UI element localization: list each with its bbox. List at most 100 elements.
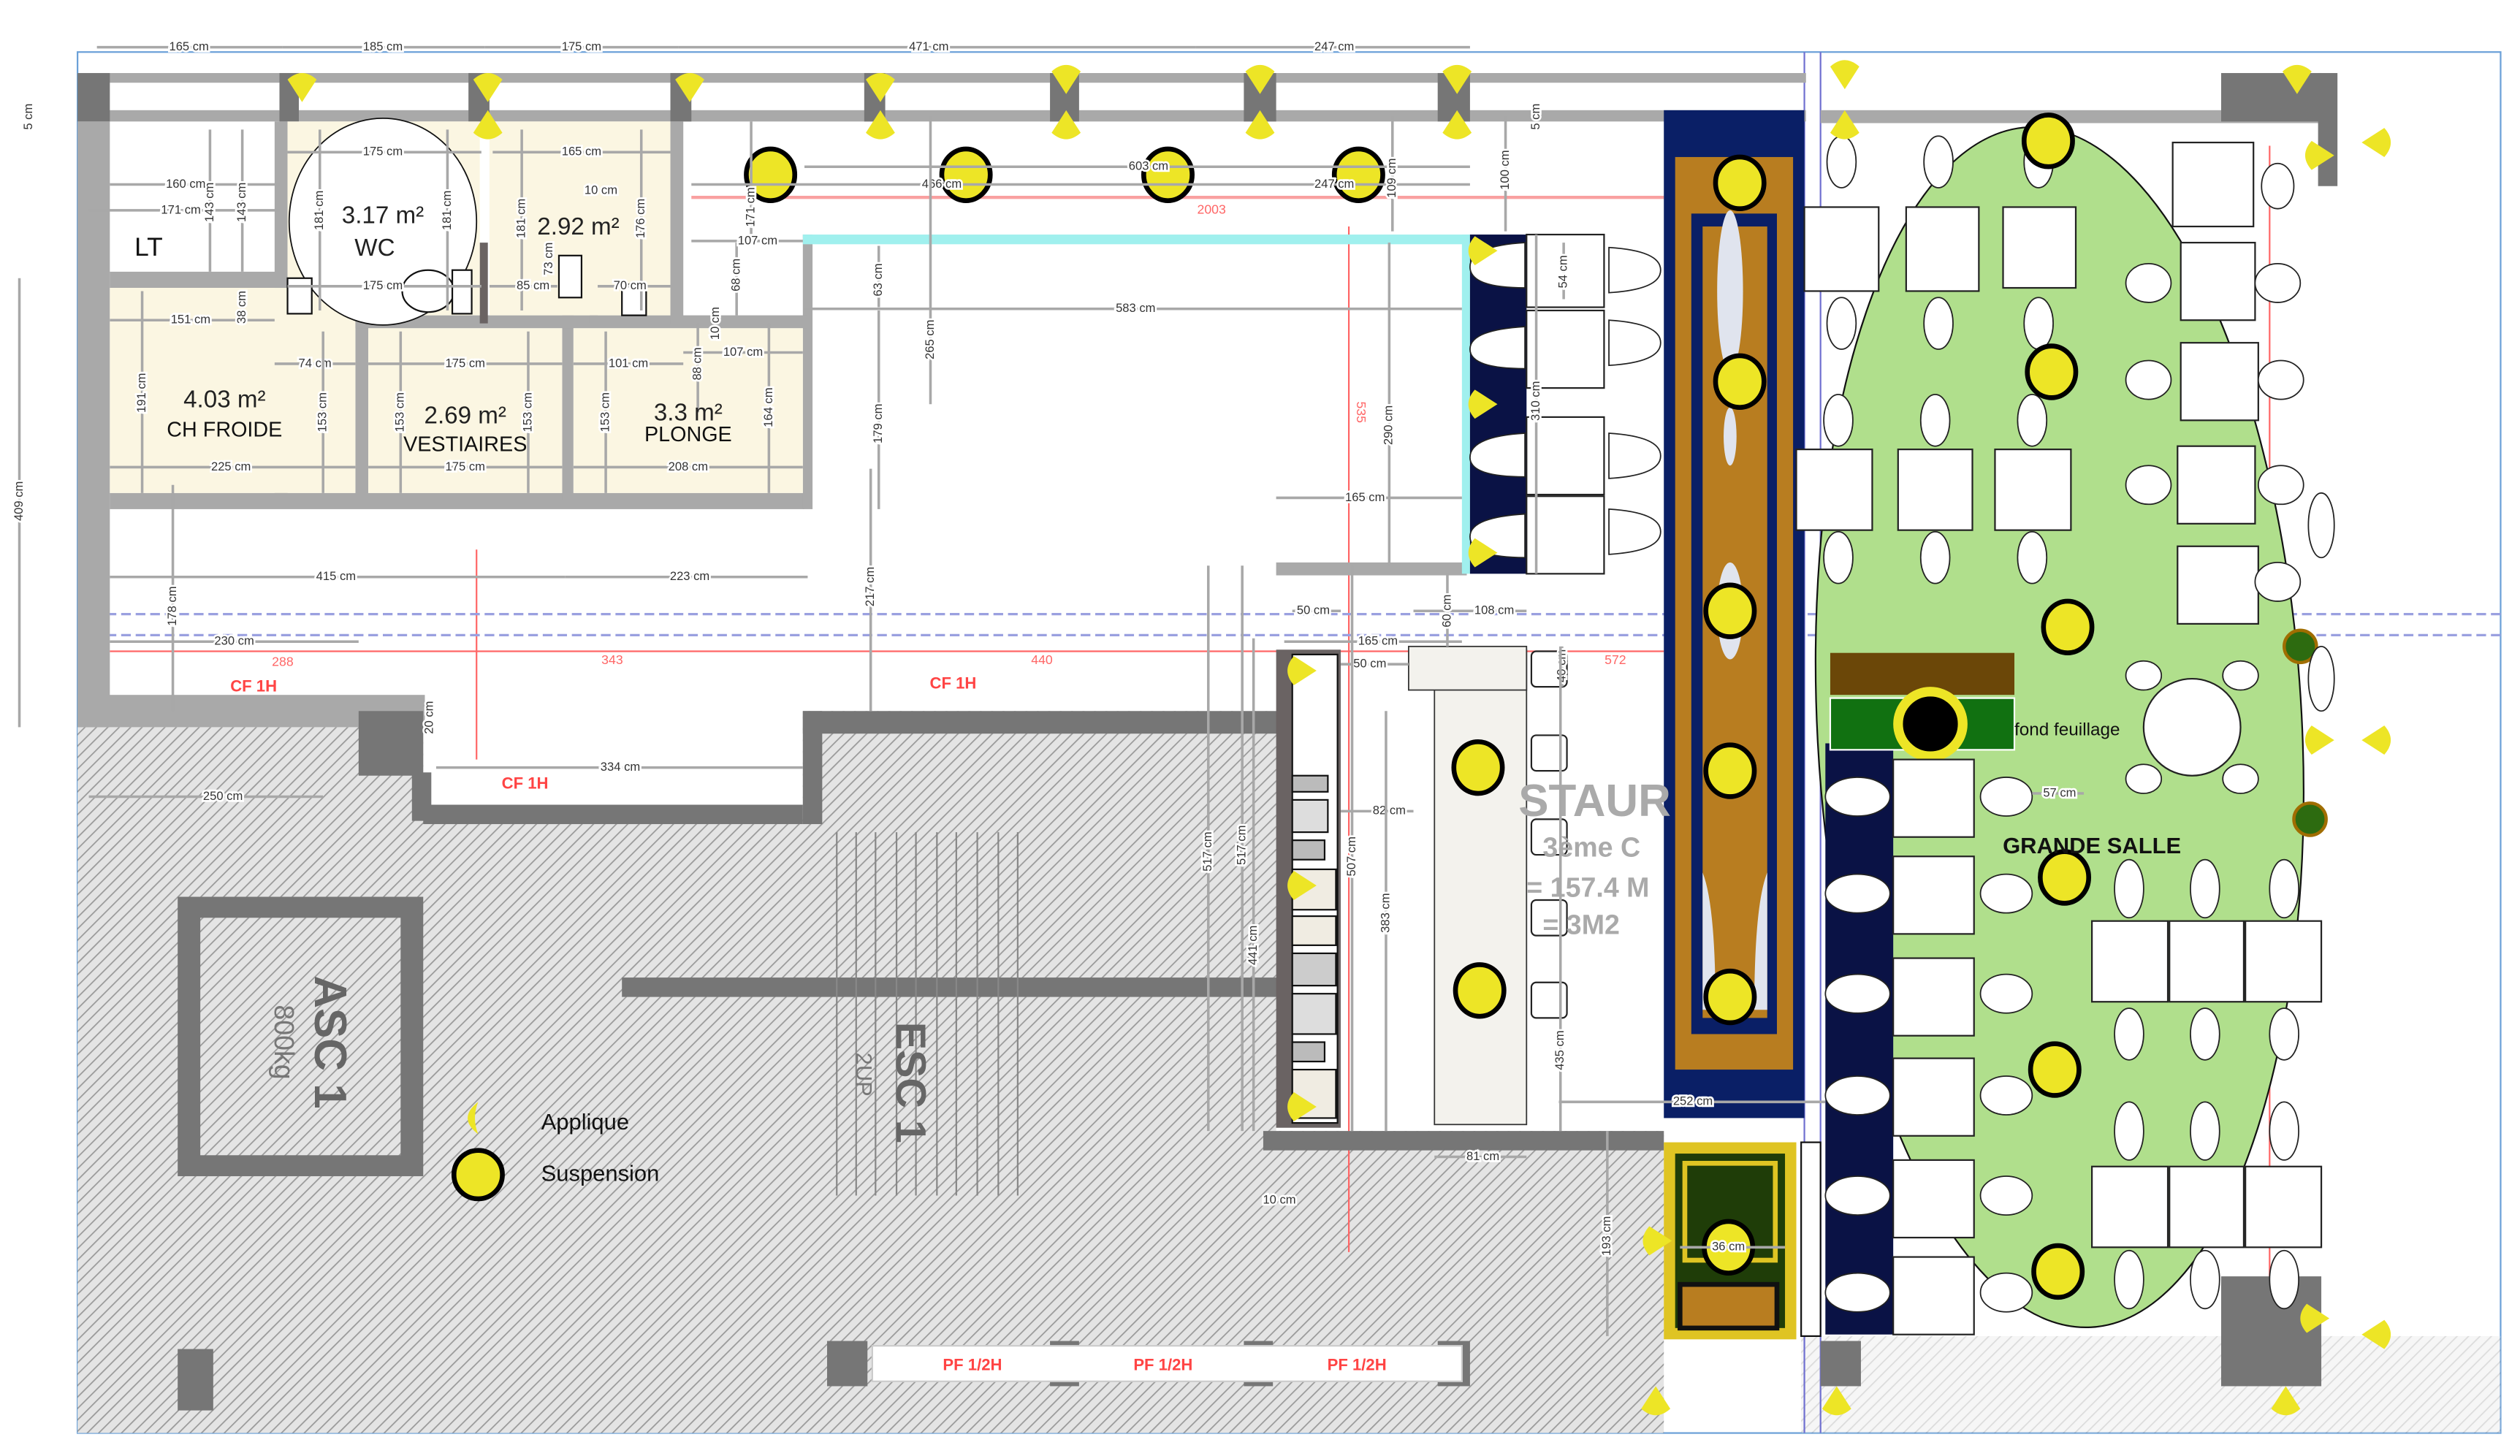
axis-number: 288	[272, 654, 294, 668]
dining-table	[2245, 920, 2323, 1003]
staircase	[836, 832, 1019, 1196]
dimension-label: 507 cm	[1344, 836, 1358, 876]
dimension-label: 85 cm	[517, 278, 549, 292]
dimension-label: 153 cm	[393, 392, 407, 432]
suspension-light-icon	[2031, 1243, 2085, 1300]
chair	[2269, 1249, 2299, 1310]
background-labels: STAUR 3ème C = 157.4 M = 3M2 ASC 1 800kg…	[269, 776, 1671, 1143]
dimension-label: 179 cm	[871, 404, 885, 443]
axis-number: 535	[1354, 402, 1369, 424]
chair	[1824, 1175, 1891, 1216]
chair	[2269, 858, 2299, 919]
legend-applique: Applique	[541, 1109, 629, 1135]
applique-light-icon	[473, 110, 503, 140]
dimension-label: 171 cm	[161, 202, 200, 216]
applique-light-icon	[2271, 1386, 2301, 1416]
dimension-label: 265 cm	[923, 320, 937, 359]
chair	[2269, 1101, 2299, 1161]
chair	[2125, 359, 2172, 400]
dining-table	[2002, 206, 2077, 289]
floor-text: 3ème C	[1542, 831, 1640, 862]
chair	[1824, 873, 1891, 914]
applique-light-icon	[866, 72, 895, 102]
chair	[2257, 359, 2304, 400]
dimension-label: 441 cm	[1246, 926, 1260, 965]
room-area-2: 2.92 m²	[537, 213, 619, 240]
dimension-label: 108 cm	[1474, 603, 1514, 617]
chair	[2114, 858, 2144, 919]
applique-light-icon	[1830, 110, 1859, 140]
dimension-label: 82 cm	[1373, 804, 1406, 817]
axis-number: 572	[1604, 652, 1626, 667]
room-name-wc: WC	[354, 235, 395, 262]
dimension-label: 193 cm	[1599, 1216, 1613, 1256]
fire-rating: CF 1H	[930, 674, 977, 692]
dimension-label: 191 cm	[134, 373, 148, 413]
chair	[2190, 858, 2220, 919]
chair	[2257, 465, 2304, 506]
applique-light-icon	[2361, 128, 2391, 157]
chair	[1923, 135, 1954, 188]
applique-light-icon	[1442, 110, 1472, 140]
dimension-label: 517 cm	[1235, 826, 1249, 865]
dining-table	[1803, 206, 1880, 292]
dining-table	[2169, 1165, 2245, 1249]
suspension-light-icon	[939, 146, 993, 203]
dimension-label: 471 cm	[909, 39, 948, 53]
applique-light-icon	[1830, 60, 1859, 90]
dimension-label: 165 cm	[1358, 634, 1398, 648]
dimension-label: 165 cm	[562, 145, 601, 159]
dimension-label: 73 cm	[541, 243, 555, 275]
chair	[1979, 1075, 2033, 1116]
chair	[1979, 1175, 2033, 1216]
room-name-plonge: PLONGE	[644, 423, 732, 446]
applique-light-icon	[1822, 1386, 1851, 1416]
chair	[2017, 394, 2048, 447]
dining-tables	[1795, 135, 2335, 1335]
dimension-label: 252 cm	[1673, 1094, 1713, 1108]
dining-table	[2091, 920, 2169, 1003]
applique-light-icon	[1245, 64, 1275, 94]
dimension-label: 171 cm	[743, 187, 757, 226]
dimension-label: 175 cm	[562, 39, 601, 53]
applique-light-icon	[2304, 725, 2334, 755]
dimension-label: 50 cm	[1297, 603, 1330, 617]
dimension-label: 36 cm	[1712, 1240, 1745, 1254]
dining-table	[1795, 449, 1873, 531]
applique-light-icon	[1287, 871, 1317, 900]
dimension-label: 68 cm	[729, 259, 743, 291]
dining-table	[2177, 545, 2259, 625]
dimension-label: 415 cm	[316, 569, 356, 583]
sink-icon-2	[557, 254, 583, 299]
suspension-light-icon	[1141, 146, 1195, 203]
dimension-label: 165 cm	[169, 39, 208, 53]
dimension-label: 143 cm	[202, 183, 216, 222]
dining-table	[2171, 141, 2255, 228]
dining-table	[1905, 206, 1980, 292]
fire-rating: PF 1/2H	[943, 1355, 1002, 1373]
dining-table	[2169, 920, 2245, 1003]
dimension-label: 153 cm	[316, 392, 330, 432]
legend-suspension: Suspension	[541, 1161, 660, 1186]
dimension-label: 88 cm	[690, 347, 704, 380]
dimension-label: 247 cm	[1314, 39, 1354, 53]
stair-label: ESC 1	[887, 1022, 934, 1143]
dimension-label: 175 cm	[446, 356, 485, 370]
dimension-label: 223 cm	[670, 569, 709, 583]
lt-label: LT	[134, 233, 163, 262]
dimension-label: 247 cm	[1314, 177, 1354, 191]
dimension-label: 435 cm	[1553, 1030, 1567, 1070]
suspension-light-icon	[1713, 353, 1767, 410]
room-area-plonge: 3.3 m²	[654, 399, 723, 426]
kitchen-outline	[802, 235, 1470, 574]
dining-table	[2177, 445, 2256, 525]
chair	[2114, 1249, 2144, 1310]
fond-feuillage-label: fond feuillage	[2014, 720, 2120, 739]
chair	[1824, 777, 1891, 817]
dining-table	[2180, 342, 2259, 422]
ratio-text: = 3M2	[1542, 909, 1620, 939]
chair	[2125, 465, 2172, 506]
fire-rating: CF 1H	[230, 677, 277, 695]
dining-table	[2245, 1165, 2323, 1249]
applique-light-icon	[2304, 140, 2334, 170]
